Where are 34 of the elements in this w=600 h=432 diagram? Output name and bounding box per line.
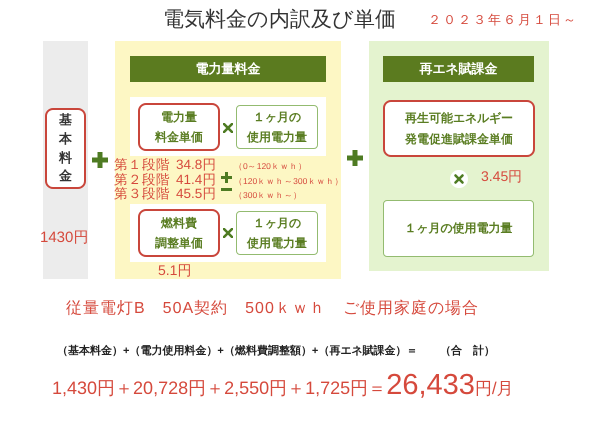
formula-text: （基本料金）+（電力使用料金）+（燃料費調整額）+（再エネ賦課金）＝ — [57, 345, 418, 359]
rate-box: 基本料金 — [45, 108, 86, 189]
total-heading: （合 計） — [440, 345, 495, 359]
range-label: （300ｋｗｈ～） — [234, 190, 302, 200]
price-label: 34.8円 — [176, 156, 216, 174]
unit-label: 円/月 — [474, 380, 514, 399]
date-label: ２０２３年６月１日～ — [428, 12, 578, 28]
price-label: 41.4円 — [176, 172, 216, 188]
price-label: 45.5円 — [176, 186, 216, 202]
price-label: 3.45円 — [481, 168, 522, 184]
panel-header: 再エネ賦課金 — [383, 56, 534, 82]
price-label: 1430円 — [40, 229, 88, 247]
range-label: （0～120ｋｗｈ） — [234, 160, 307, 172]
tier-label: 第１段階 — [114, 156, 170, 173]
row-panel — [130, 97, 326, 156]
panel-header: 電力量料金 — [130, 56, 326, 82]
range-label: （120ｋｗｈ～300ｋｗｈ） — [234, 176, 344, 186]
fee-panel — [369, 41, 549, 271]
rate-box: 電力量料金単価 — [138, 103, 220, 151]
fee-panel — [115, 41, 341, 279]
sum-formula: 1,430円＋20,728円＋2,550円＋1,725円＝ — [52, 379, 386, 399]
case-description: 従量電灯B 50A契約 500ｋｗｈ ご使用家庭の場合 — [66, 299, 479, 319]
rate-box: 燃料費調整単価 — [138, 209, 220, 257]
title: 電気料金の内訳及び単価 — [163, 7, 396, 33]
usage-box: １ヶ月の使用電力量 — [236, 211, 318, 255]
fee-panel — [43, 41, 88, 279]
row-panel — [130, 204, 326, 262]
tier-label: 第２段階 — [114, 172, 170, 187]
total-amount: 26,433 — [386, 370, 475, 402]
tier-label: 第３段階 — [114, 186, 170, 202]
usage-box: １ヶ月の使用電力量 — [383, 200, 534, 257]
rate-box: 再生可能エネルギー発電促進賦課金単価 — [383, 100, 535, 157]
usage-box: １ヶ月の使用電力量 — [236, 105, 318, 149]
price-label: 5.1円 — [158, 262, 192, 278]
